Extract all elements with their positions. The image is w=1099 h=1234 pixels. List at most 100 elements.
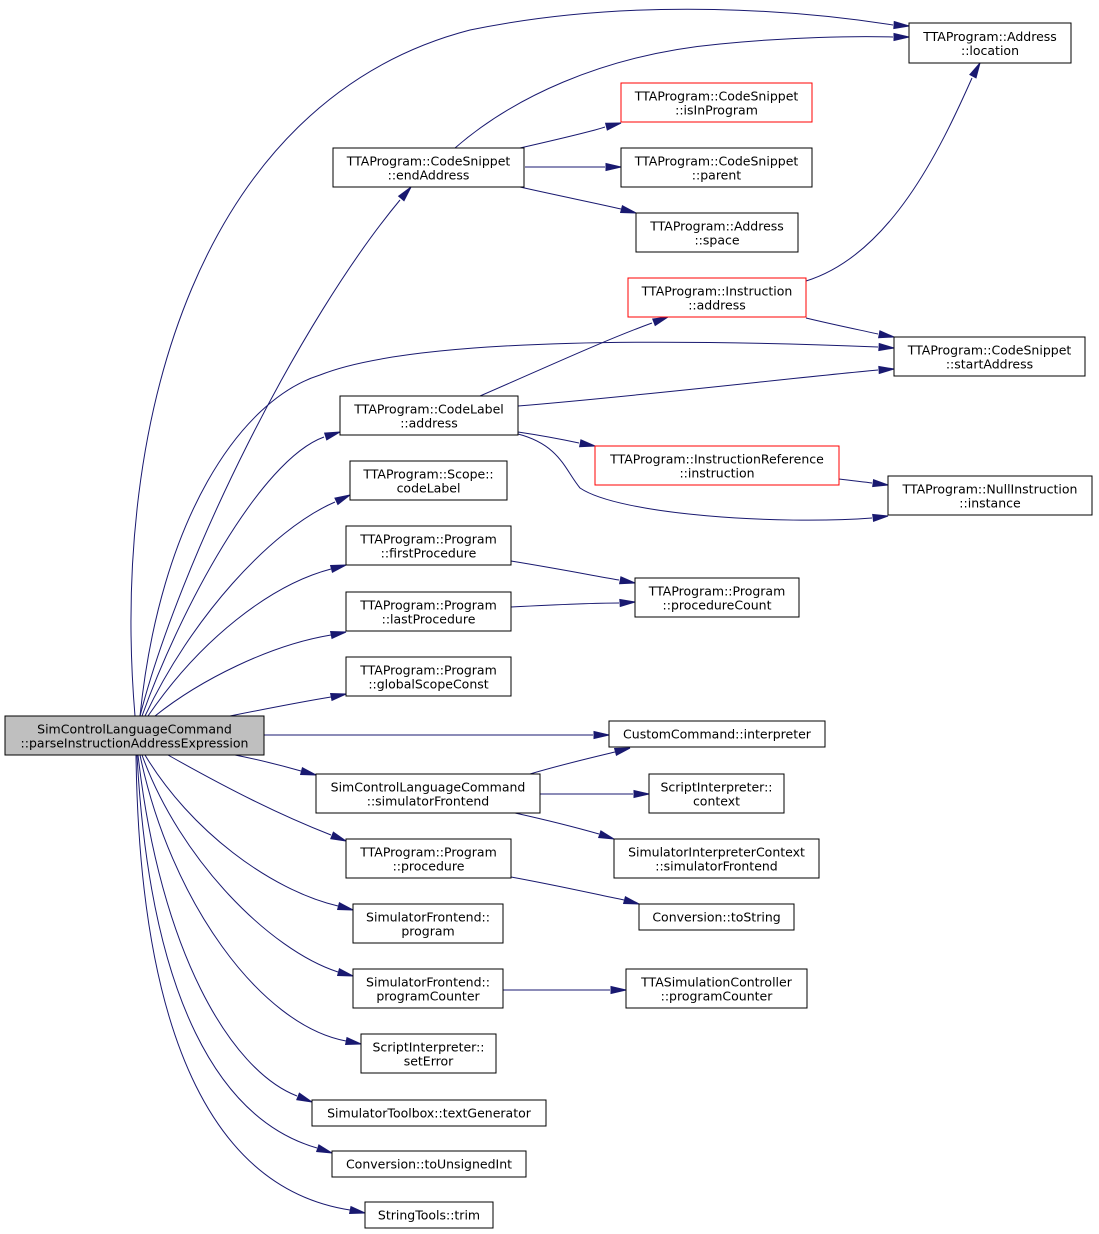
node-box bbox=[627, 277, 807, 318]
node-tsc-programCounter[interactable]: TTASimulationController::programCounter bbox=[625, 968, 808, 1009]
node-sclc-simFrontend[interactable]: SimControlLanguageCommand::simulatorFron… bbox=[315, 773, 541, 814]
arrowhead-icon bbox=[397, 186, 412, 202]
node-addr-space[interactable]: TTAProgram::Address::space bbox=[635, 212, 799, 253]
node-addr-location[interactable]: TTAProgram::Address::location bbox=[908, 22, 1072, 64]
node-label-line2: ::firstProcedure bbox=[381, 546, 477, 561]
node-cs-startAddress[interactable]: TTAProgram::CodeSnippet::startAddress bbox=[893, 336, 1086, 377]
node-cs-parent[interactable]: TTAProgram::CodeSnippet::parent bbox=[620, 147, 813, 188]
node-box bbox=[352, 903, 504, 944]
arrowhead-icon bbox=[622, 896, 640, 905]
arrowhead-icon bbox=[619, 576, 636, 585]
arrowhead-icon bbox=[579, 439, 596, 448]
node-si-context[interactable]: ScriptInterpreter::context bbox=[648, 773, 785, 814]
node-cs-endAddress[interactable]: TTAProgram::CodeSnippet::endAddress bbox=[332, 147, 525, 188]
node-prog-procedure[interactable]: TTAProgram::Program::procedure bbox=[345, 838, 512, 879]
node-label-line1: ScriptInterpreter:: bbox=[660, 780, 772, 795]
edge-prog_procedure-to-conv_toString bbox=[510, 876, 625, 901]
node-label-line2: ::procedureCount bbox=[663, 598, 772, 613]
node-label-line1: TTAProgram::Program bbox=[359, 663, 497, 678]
node-root[interactable]: SimControlLanguageCommand::parseInstruct… bbox=[4, 715, 265, 756]
edge-cs_endAddress-to-addr_space bbox=[519, 186, 622, 210]
node-box bbox=[648, 773, 785, 814]
node-label-line1: SimulatorInterpreterContext bbox=[628, 845, 805, 860]
edge-cl_address-to-ir_instruction bbox=[517, 431, 580, 444]
node-instr-address[interactable]: TTAProgram::Instruction::address bbox=[627, 277, 807, 318]
arrowhead-icon bbox=[878, 365, 895, 375]
arrowhead-icon bbox=[329, 564, 347, 573]
arrowhead-icon bbox=[299, 767, 317, 776]
node-box bbox=[331, 1150, 527, 1178]
node-cs-isInProgram[interactable]: TTAProgram::CodeSnippet::isInProgram bbox=[620, 82, 813, 123]
node-label-line2: ::procedure bbox=[393, 859, 465, 874]
node-box bbox=[608, 720, 826, 748]
node-prog-firstProc[interactable]: TTAProgram::Program::firstProcedure bbox=[345, 525, 512, 566]
node-label-line1: TTAProgram::Program bbox=[359, 532, 497, 547]
node-box bbox=[594, 445, 840, 486]
node-scope-codeLabel[interactable]: TTAProgram::Scope::codeLabel bbox=[349, 460, 508, 501]
arrowhead-icon bbox=[613, 747, 631, 756]
node-prog-globalScope[interactable]: TTAProgram::Program::globalScopeConst bbox=[345, 656, 512, 697]
arrowhead-icon bbox=[893, 32, 910, 42]
arrowhead-icon bbox=[336, 968, 354, 977]
node-si-setError[interactable]: ScriptInterpreter::setError bbox=[360, 1033, 497, 1074]
edge-cs_endAddress-to-addr_location bbox=[454, 36, 894, 149]
node-label-line1: TTAProgram::Program bbox=[359, 598, 497, 613]
node-label-line1: TTAProgram::Scope:: bbox=[362, 467, 493, 482]
node-box bbox=[345, 656, 512, 697]
node-box bbox=[315, 773, 541, 814]
node-st-textGenerator[interactable]: SimulatorToolbox::textGenerator bbox=[311, 1099, 547, 1127]
node-label: CustomCommand::interpreter bbox=[623, 727, 812, 742]
node-box bbox=[360, 1033, 497, 1074]
node-box bbox=[349, 460, 508, 501]
node-label-line2: codeLabel bbox=[397, 481, 461, 496]
edge-root-to-strt_trim bbox=[135, 754, 351, 1211]
node-box bbox=[345, 838, 512, 879]
node-sf-program[interactable]: SimulatorFrontend::program bbox=[352, 903, 504, 944]
node-label-line1: TTAProgram::CodeSnippet bbox=[346, 154, 511, 169]
node-label: StringTools::trim bbox=[378, 1208, 480, 1223]
node-conv-toUnsignedInt[interactable]: Conversion::toUnsignedInt bbox=[331, 1150, 527, 1178]
node-conv-toString[interactable]: Conversion::toString bbox=[638, 903, 795, 931]
graph-edges bbox=[130, 8, 981, 1215]
arrowhead-icon bbox=[593, 730, 610, 740]
node-label-line2: ::globalScopeConst bbox=[368, 677, 488, 692]
node-prog-procCount[interactable]: TTAProgram::Program::procedureCount bbox=[634, 577, 800, 618]
node-prog-lastProc[interactable]: TTAProgram::Program::lastProcedure bbox=[345, 591, 512, 632]
edge-ir_instruction-to-null_instance bbox=[838, 478, 873, 484]
node-ir-instruction[interactable]: TTAProgram::InstructionReference::instru… bbox=[594, 445, 840, 486]
edge-root-to-cl_address bbox=[141, 436, 325, 717]
node-label-line2: ::programCounter bbox=[661, 989, 774, 1004]
node-box bbox=[339, 395, 519, 436]
arrowhead-icon bbox=[597, 830, 615, 840]
node-label-line1: TTAProgram::CodeSnippet bbox=[634, 89, 799, 104]
node-label-line2: context bbox=[693, 794, 740, 809]
arrowhead-icon bbox=[348, 1205, 366, 1215]
edge-prog_firstProc-to-prog_procCount bbox=[510, 560, 620, 581]
node-box bbox=[893, 336, 1086, 377]
arrowhead-icon bbox=[893, 20, 910, 30]
node-cl-address[interactable]: TTAProgram::CodeLabel::address bbox=[339, 395, 519, 436]
edge-cl_address-to-instr_address bbox=[479, 322, 653, 397]
arrowhead-icon bbox=[878, 330, 895, 339]
node-label: SimulatorToolbox::textGenerator bbox=[327, 1106, 532, 1121]
edge-instr_address-to-cs_startAddress bbox=[805, 317, 879, 335]
node-label-line2: ::instruction bbox=[679, 466, 754, 481]
graph-nodes: SimControlLanguageCommand::parseInstruct… bbox=[4, 22, 1093, 1229]
node-box bbox=[620, 82, 813, 123]
node-sf-programCounter[interactable]: SimulatorFrontend::programCounter bbox=[352, 968, 504, 1009]
node-null-instance[interactable]: TTAProgram::NullInstruction::instance bbox=[887, 475, 1093, 516]
node-strt-trim[interactable]: StringTools::trim bbox=[364, 1201, 494, 1229]
node-box bbox=[364, 1201, 494, 1229]
node-sic-simFrontend[interactable]: SimulatorInterpreterContext::simulatorFr… bbox=[613, 838, 820, 879]
arrowhead-icon bbox=[323, 431, 341, 441]
node-label-line2: program bbox=[401, 924, 454, 939]
node-label-line1: TTAProgram::Instruction bbox=[641, 284, 793, 299]
node-cc-interpreter[interactable]: CustomCommand::interpreter bbox=[608, 720, 826, 748]
arrowhead-icon bbox=[315, 1144, 333, 1154]
node-box bbox=[638, 903, 795, 931]
node-label-line1: TTAProgram::NullInstruction bbox=[902, 482, 1078, 497]
edge-root-to-sf_program bbox=[144, 754, 339, 907]
node-label-line2: ::location bbox=[961, 43, 1019, 58]
node-label-line2: ::simulatorFrontend bbox=[367, 794, 490, 809]
node-label-line2: ::address bbox=[400, 416, 458, 431]
